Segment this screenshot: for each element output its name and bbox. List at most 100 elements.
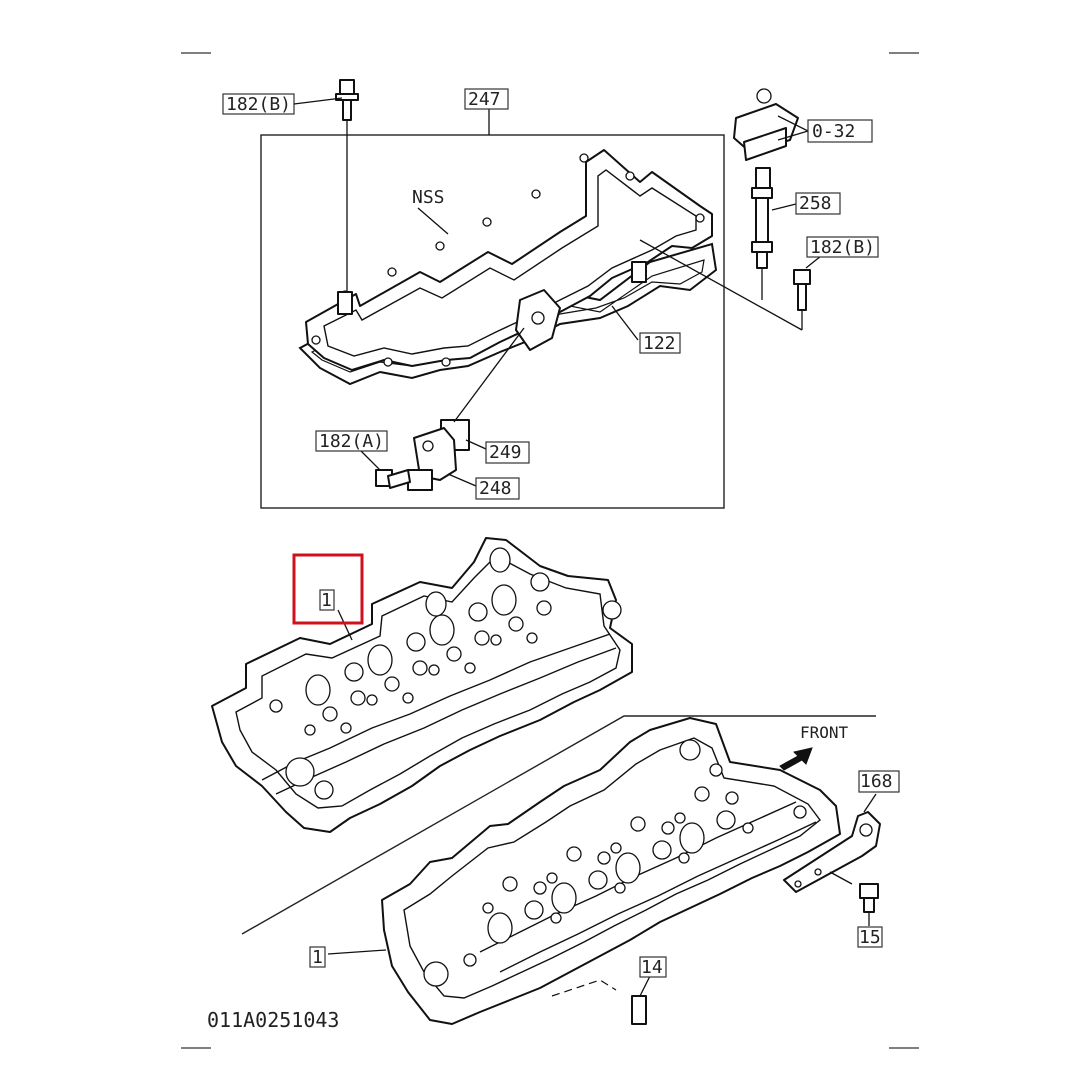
port-hole	[402, 692, 414, 704]
port-hole	[615, 852, 641, 884]
port-hole	[709, 763, 723, 777]
port-hole	[679, 822, 705, 854]
port-hole	[468, 602, 488, 622]
crop-marks	[181, 52, 919, 1049]
sensor-248	[359, 327, 525, 491]
port-hole	[597, 851, 611, 865]
callout-text: 182(A)	[319, 431, 384, 452]
stud-14	[551, 975, 651, 1025]
port-hole	[502, 876, 518, 892]
port-hole	[429, 614, 455, 646]
bolt-15	[829, 871, 879, 926]
port-hole	[446, 646, 462, 662]
port-hole	[366, 694, 378, 706]
port-hole	[533, 881, 547, 895]
port-hole	[551, 882, 577, 914]
callout-text: 258	[799, 193, 832, 214]
callout-text: 1	[321, 590, 332, 611]
port-hole	[536, 600, 552, 616]
front-label: FRONT	[800, 723, 849, 742]
callout-text: 247	[468, 89, 501, 110]
callout-text: 15	[859, 927, 881, 948]
port-hole	[463, 953, 477, 967]
callout-text: 1	[312, 947, 323, 968]
port-hole	[314, 780, 334, 800]
port-hole	[694, 786, 710, 802]
port-hole	[508, 616, 524, 632]
port-hole	[482, 902, 494, 914]
callout-text: 248	[479, 478, 512, 499]
callout-249: 249	[485, 441, 530, 464]
callout-1-bottom: 1	[309, 946, 326, 968]
assembly-frame-247	[260, 134, 725, 509]
port-hole	[630, 816, 646, 832]
port-hole	[742, 822, 754, 834]
callout-182b-top: 182(B)	[222, 93, 343, 115]
port-hole	[610, 842, 622, 854]
port-hole	[487, 912, 513, 944]
port-hole	[412, 660, 428, 676]
highlight-box	[292, 553, 364, 625]
port-hole	[652, 840, 672, 860]
port-hole	[406, 632, 426, 652]
port-hole	[340, 722, 352, 734]
port-hole	[384, 676, 400, 692]
callout-248: 248	[475, 477, 520, 500]
port-hole	[614, 882, 626, 894]
callout-15: 15	[857, 926, 883, 948]
nss-label: NSS	[412, 187, 445, 208]
port-hole	[269, 699, 283, 713]
port-hole	[566, 846, 582, 862]
callout-258: 258	[795, 192, 841, 215]
port-hole	[678, 852, 690, 864]
callout-text: 249	[489, 442, 522, 463]
port-hole	[674, 812, 686, 824]
stud-258	[751, 167, 797, 300]
callout-text: 182(B)	[810, 237, 875, 258]
diagram-code: 011A0251043	[207, 1008, 339, 1032]
callout-o32: 0-32	[807, 119, 873, 143]
bolt-182b-right	[793, 251, 827, 330]
separator-line	[241, 715, 876, 935]
port-hole	[588, 870, 608, 890]
callout-182b-right: 182(B)	[806, 236, 879, 258]
callout-247: 247	[464, 88, 509, 110]
port-hole	[679, 739, 701, 761]
port-hole	[305, 674, 331, 706]
cylinder-head-lower	[381, 717, 841, 1025]
port-hole	[304, 724, 316, 736]
lower-head-details	[423, 739, 807, 987]
port-hole	[725, 791, 739, 805]
port-hole	[546, 872, 558, 884]
front-arrow-icon	[779, 747, 813, 771]
port-hole	[367, 644, 393, 676]
cover-plate	[305, 149, 713, 371]
port-hole	[423, 961, 449, 987]
callout-text: 122	[643, 333, 676, 354]
port-hole	[285, 757, 315, 787]
port-hole	[490, 634, 502, 646]
port-hole	[474, 630, 490, 646]
port-hole	[322, 706, 338, 722]
port-hole	[661, 821, 675, 835]
port-hole	[491, 584, 517, 616]
port-hole	[464, 662, 476, 674]
callout-14: 14	[639, 956, 667, 978]
port-hole	[350, 690, 366, 706]
upper-head-details	[269, 547, 622, 800]
port-hole	[526, 632, 538, 644]
port-hole	[602, 600, 622, 620]
callout-text: 14	[641, 957, 663, 978]
callout-122: 122	[639, 332, 681, 354]
port-hole	[793, 805, 807, 819]
port-hole	[716, 810, 736, 830]
bracket-o32	[733, 88, 809, 161]
callout-1-top: 1	[319, 589, 335, 611]
port-hole	[550, 912, 562, 924]
callout-text: 182(B)	[226, 94, 291, 115]
callout-168: 168	[858, 770, 900, 793]
callout-text: 168	[860, 771, 893, 792]
cylinder-head-upper	[211, 537, 633, 833]
callout-182a: 182(A)	[315, 430, 388, 452]
